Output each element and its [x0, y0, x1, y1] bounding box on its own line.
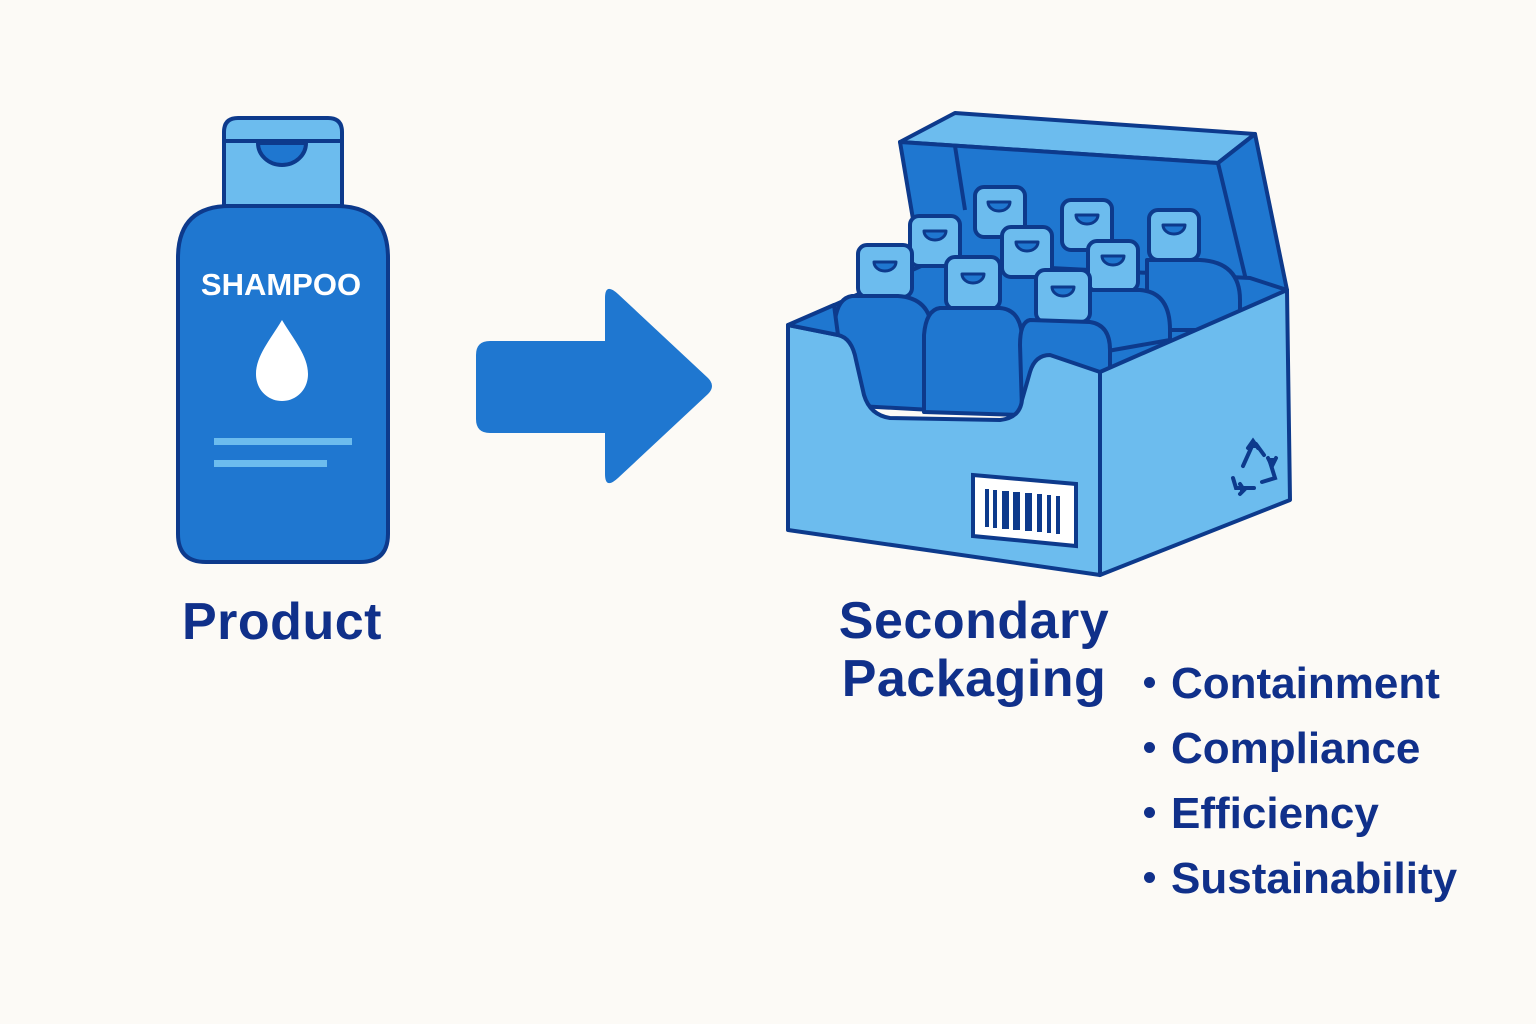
water-drop-icon [256, 320, 308, 401]
benefit-label: Efficiency [1171, 789, 1379, 838]
title-line-2: Packaging [841, 650, 1107, 708]
right-arrow-icon [476, 288, 712, 484]
open-box-icon [786, 111, 1292, 577]
label-line [214, 460, 327, 467]
barcode-icon [971, 472, 1078, 549]
benefit-list: Containment Compliance Efficiency Sustai… [1144, 656, 1457, 916]
benefit-label: Compliance [1171, 724, 1421, 773]
secondary-packaging-title: Secondary Packaging [826, 592, 1122, 708]
list-item: Sustainability [1144, 851, 1457, 916]
product-caption: Product [182, 593, 382, 651]
benefit-label: Containment [1171, 659, 1440, 708]
title-line-1: Secondary [838, 592, 1110, 650]
list-item: Containment [1144, 656, 1457, 721]
bullet-icon [1144, 871, 1155, 883]
bullet-icon [1144, 806, 1155, 818]
list-item: Efficiency [1144, 786, 1457, 851]
bullet-icon [1144, 741, 1155, 753]
bullet-icon [1144, 676, 1155, 688]
recycle-icon [1231, 437, 1278, 496]
shampoo-bottle-icon: SHAMPOO [176, 116, 390, 564]
benefit-label: Sustainability [1171, 854, 1458, 903]
list-item: Compliance [1144, 721, 1457, 786]
bottle-label: SHAMPOO [201, 267, 361, 302]
label-line [214, 438, 352, 445]
